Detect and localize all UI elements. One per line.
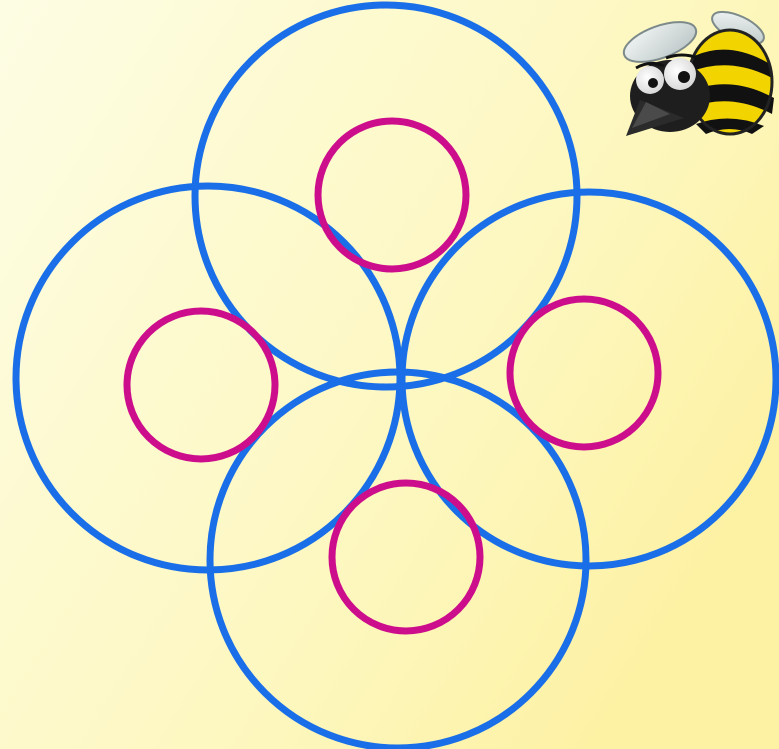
diagram-canvas [0, 0, 779, 749]
